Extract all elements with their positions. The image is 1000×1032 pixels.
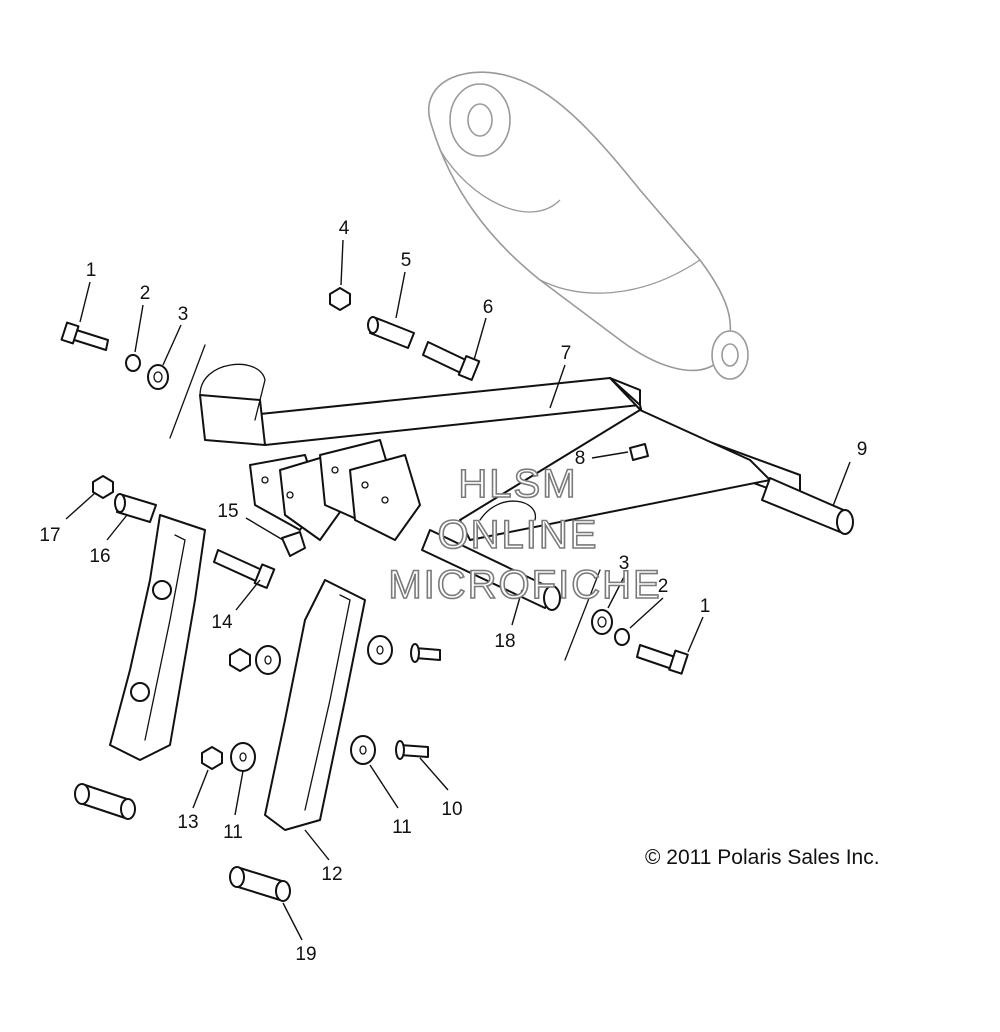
watermark-line-2: ONLINE: [438, 513, 599, 557]
callout-11a: 11: [223, 822, 243, 843]
callout-11b: 11: [392, 817, 412, 838]
rail-frame: [199, 377, 801, 541]
callout-5: 5: [401, 250, 412, 271]
callout-2: 2: [140, 283, 151, 304]
copyright-notice: © 2011 Polaris Sales Inc.: [645, 846, 880, 869]
callout-4: 4: [339, 218, 350, 239]
callout-3: 3: [178, 304, 189, 325]
callout-1: 1: [86, 260, 97, 281]
callout-12: 12: [321, 864, 342, 885]
shock-absorber-ghost: [427, 71, 749, 380]
bolt-14: [213, 549, 276, 589]
washer-11-right-upper: [367, 635, 393, 665]
watermark: HLSM ONLINE MICROFICHE: [388, 461, 661, 608]
callout-10: 10: [441, 799, 462, 820]
nut-13: [201, 746, 223, 770]
callout-14: 14: [211, 612, 233, 633]
shaft-18: [421, 529, 561, 611]
mounting-brackets: [249, 439, 421, 541]
washer-11-left: [230, 742, 256, 772]
callout-13: 13: [177, 812, 198, 833]
callout-7: 7: [561, 343, 572, 364]
callout-2b: 2: [658, 576, 669, 597]
link-arm-12: [264, 579, 366, 831]
callout-17: 17: [39, 525, 60, 546]
callout-16: 16: [89, 546, 110, 567]
leader-lines: [65, 239, 851, 941]
callout-15: 15: [217, 501, 238, 522]
u-bolts: [199, 363, 536, 521]
washer-3-left: [147, 364, 169, 390]
washer-3-right: [591, 609, 613, 635]
nut-17: [92, 475, 114, 499]
link-arm-left: [109, 514, 206, 761]
callout-8: 8: [575, 448, 586, 469]
nut-13-upper: [229, 648, 251, 672]
bushing-upper-19: [74, 783, 136, 820]
callout-19: 19: [295, 944, 316, 965]
callout-1b: 1: [700, 596, 711, 617]
grease-fitting-15: [281, 531, 306, 557]
spacer-5: [367, 316, 415, 349]
spacer-16: [114, 493, 157, 523]
bushing-19: [229, 866, 291, 902]
nut-4: [329, 287, 351, 311]
washer-11-right: [350, 735, 376, 765]
callout-9: 9: [857, 439, 868, 460]
washer-2-left: [125, 354, 141, 372]
callout-3b: 3: [619, 553, 630, 574]
pin-10-upper: [410, 643, 441, 663]
callout-6: 6: [483, 297, 494, 318]
bolt-1-left: [60, 321, 109, 351]
washer-11-upper: [255, 645, 281, 675]
watermark-line-1: HLSM: [458, 462, 577, 506]
shaft-9: [761, 477, 854, 535]
callout-labels: 1 2 3 4 5 6 7 8 9 3 2 1 17 16 15 14 18 1…: [39, 218, 867, 965]
pin-10: [395, 740, 429, 760]
washer-2-right: [614, 628, 630, 646]
callout-18: 18: [494, 631, 515, 652]
alignment-marks: [169, 344, 601, 661]
watermark-line-3: MICROFICHE: [388, 563, 661, 607]
bolt-6: [422, 341, 481, 381]
fitting-8: [629, 443, 649, 461]
bolt-1-right: [636, 644, 689, 675]
